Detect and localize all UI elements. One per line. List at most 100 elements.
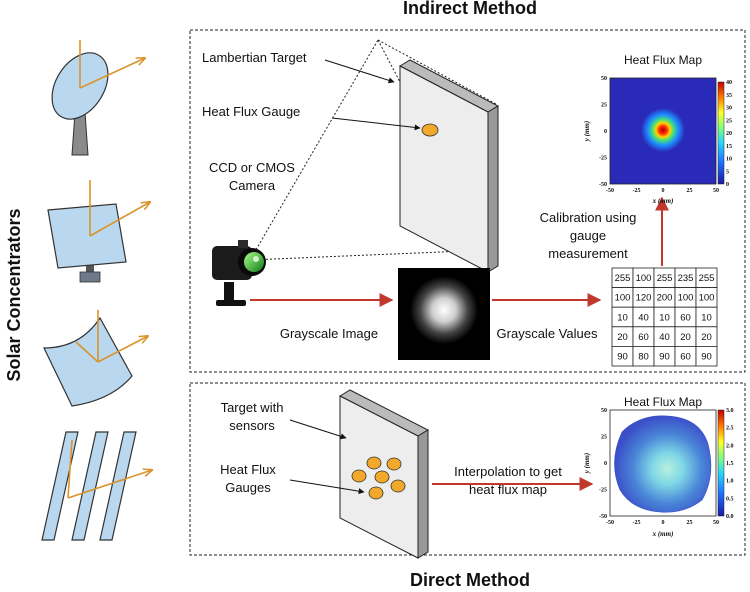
target-sensors-label-line2: sensors xyxy=(229,418,275,433)
grid-cell-value: 40 xyxy=(638,312,649,323)
grid-cell-value: 90 xyxy=(701,352,712,363)
direct-panel xyxy=(189,382,746,556)
direct-method-title: Direct Method xyxy=(410,570,530,590)
grid-cell-value: 20 xyxy=(680,332,691,343)
map-y-tick: -25 xyxy=(599,488,607,494)
map-y-tick: -50 xyxy=(599,182,607,188)
grid-cell-value: 235 xyxy=(678,273,694,284)
map-x-tick: -25 xyxy=(633,188,641,194)
calibration-label-line1: Calibration using xyxy=(540,210,637,225)
grid-cell-value: 80 xyxy=(638,352,649,363)
camera-label-line1: CCD or CMOS xyxy=(209,160,295,175)
heliostat-concentrator xyxy=(47,180,150,283)
map-x-tick: 0 xyxy=(662,188,665,194)
grid-cell-value: 40 xyxy=(659,332,670,343)
linear-fresnel-concentrator xyxy=(41,431,152,541)
parabolic-trough-concentrator xyxy=(43,310,148,407)
grid-cell-value: 10 xyxy=(617,312,628,323)
grid-cell-value: 60 xyxy=(680,352,691,363)
grid-cell-value: 255 xyxy=(615,273,631,284)
colorbar-tick: 5 xyxy=(726,169,729,175)
grid-cell-value: 20 xyxy=(701,332,712,343)
colorbar-tick: 3.0 xyxy=(726,408,734,414)
map-x-tick: 50 xyxy=(713,520,719,526)
indirect-method-title: Indirect Method xyxy=(403,0,537,18)
grid-cell-value: 10 xyxy=(701,312,712,323)
grid-cell-value: 100 xyxy=(678,293,694,304)
map-y-tick: 0 xyxy=(604,461,607,467)
gauges-label-line2: Gauges xyxy=(225,480,271,495)
heat-flux-gauge-label: Heat Flux Gauge xyxy=(202,104,300,119)
indirect-map-xlabel: x (mm) xyxy=(652,197,674,205)
grid-cell-value: 100 xyxy=(636,273,652,284)
colorbar-tick: 0 xyxy=(726,182,729,188)
interpolation-label-line1: Interpolation to get xyxy=(454,464,562,479)
map-y-tick: -50 xyxy=(599,514,607,520)
grid-cell-value: 255 xyxy=(657,273,673,284)
grid-cell-value: 120 xyxy=(636,293,652,304)
colorbar-tick: 30 xyxy=(726,106,732,112)
map-x-tick: 25 xyxy=(687,188,693,194)
grayscale-values-table: 255 100 255 235 255 100 120 200 100 100 10 40 10 60 10… xyxy=(611,267,718,367)
grid-cell-value: 200 xyxy=(657,293,673,304)
map-y-tick: 50 xyxy=(601,76,607,82)
indirect-map-title: Heat Flux Map xyxy=(624,53,702,67)
gauges-label-line1: Heat Flux xyxy=(220,462,276,477)
colorbar-tick: 1.0 xyxy=(726,479,734,485)
colorbar-tick: 1.5 xyxy=(726,461,734,467)
grid-cell xyxy=(695,345,718,367)
map-x-tick: 25 xyxy=(687,520,693,526)
map-y-tick: 0 xyxy=(604,129,607,135)
lambertian-target-label: Lambertian Target xyxy=(202,50,307,65)
map-y-tick: 50 xyxy=(601,408,607,414)
direct-map-xlabel: x (mm) xyxy=(652,530,674,538)
map-x-tick: -25 xyxy=(633,520,641,526)
dish-concentrator xyxy=(51,40,145,156)
colorbar-tick: 25 xyxy=(726,118,732,124)
colorbar-tick: 20 xyxy=(726,131,732,137)
grid-cell-value: 10 xyxy=(659,312,670,323)
colorbar-tick: 15 xyxy=(726,144,732,150)
grid-cell-value: 90 xyxy=(659,352,670,363)
heat-flux-gauge-dot xyxy=(421,123,439,137)
colorbar-tick: 0.5 xyxy=(726,496,734,502)
calibration-label-line2: gauge xyxy=(570,228,606,243)
colorbar-tick: 2.0 xyxy=(726,443,734,449)
grayscale-values-label: Grayscale Values xyxy=(497,326,598,341)
grayscale-image-label: Grayscale Image xyxy=(280,326,378,341)
lambertian-pointer xyxy=(324,59,395,84)
grayscale-image-spot xyxy=(410,276,478,344)
grid-cell-value: 100 xyxy=(699,293,715,304)
map-y-tick: 25 xyxy=(601,435,607,441)
colorbar-tick: 0.0 xyxy=(726,514,734,520)
map-x-tick: -50 xyxy=(606,520,614,526)
heat-flux-gauges-dots xyxy=(351,456,406,500)
grid-cell-value: 100 xyxy=(615,293,631,304)
map-x-tick: 0 xyxy=(662,520,665,526)
target-pointer xyxy=(289,419,347,440)
map-y-tick: -25 xyxy=(599,156,607,162)
indirect-panel xyxy=(189,29,746,373)
colorbar-tick: 2.5 xyxy=(726,426,734,432)
gauge-pointer xyxy=(331,117,421,131)
colorbar-tick: 35 xyxy=(726,93,732,99)
grid-cell-value: 60 xyxy=(638,332,649,343)
solar-concentrators-title: Solar Concentrators xyxy=(4,208,24,381)
target-sensors-label-line1: Target with xyxy=(221,400,284,415)
interpolation-label-line2: heat flux map xyxy=(469,482,547,497)
map-x-tick: 50 xyxy=(713,188,719,194)
indirect-map-ylabel: y (mm) xyxy=(583,121,591,142)
map-y-tick: 25 xyxy=(601,103,607,109)
colorbar-tick: 40 xyxy=(726,80,732,86)
grid-cell-value: 60 xyxy=(680,312,691,323)
direct-map-ylabel: y (mm) xyxy=(583,453,591,474)
colorbar-tick: 10 xyxy=(726,157,732,163)
gauges-pointer xyxy=(289,479,365,495)
calibration-label-line3: measurement xyxy=(548,246,628,261)
grid-cell-value: 255 xyxy=(699,273,715,284)
camera-icon xyxy=(212,240,266,306)
map-x-tick: -50 xyxy=(606,188,614,194)
